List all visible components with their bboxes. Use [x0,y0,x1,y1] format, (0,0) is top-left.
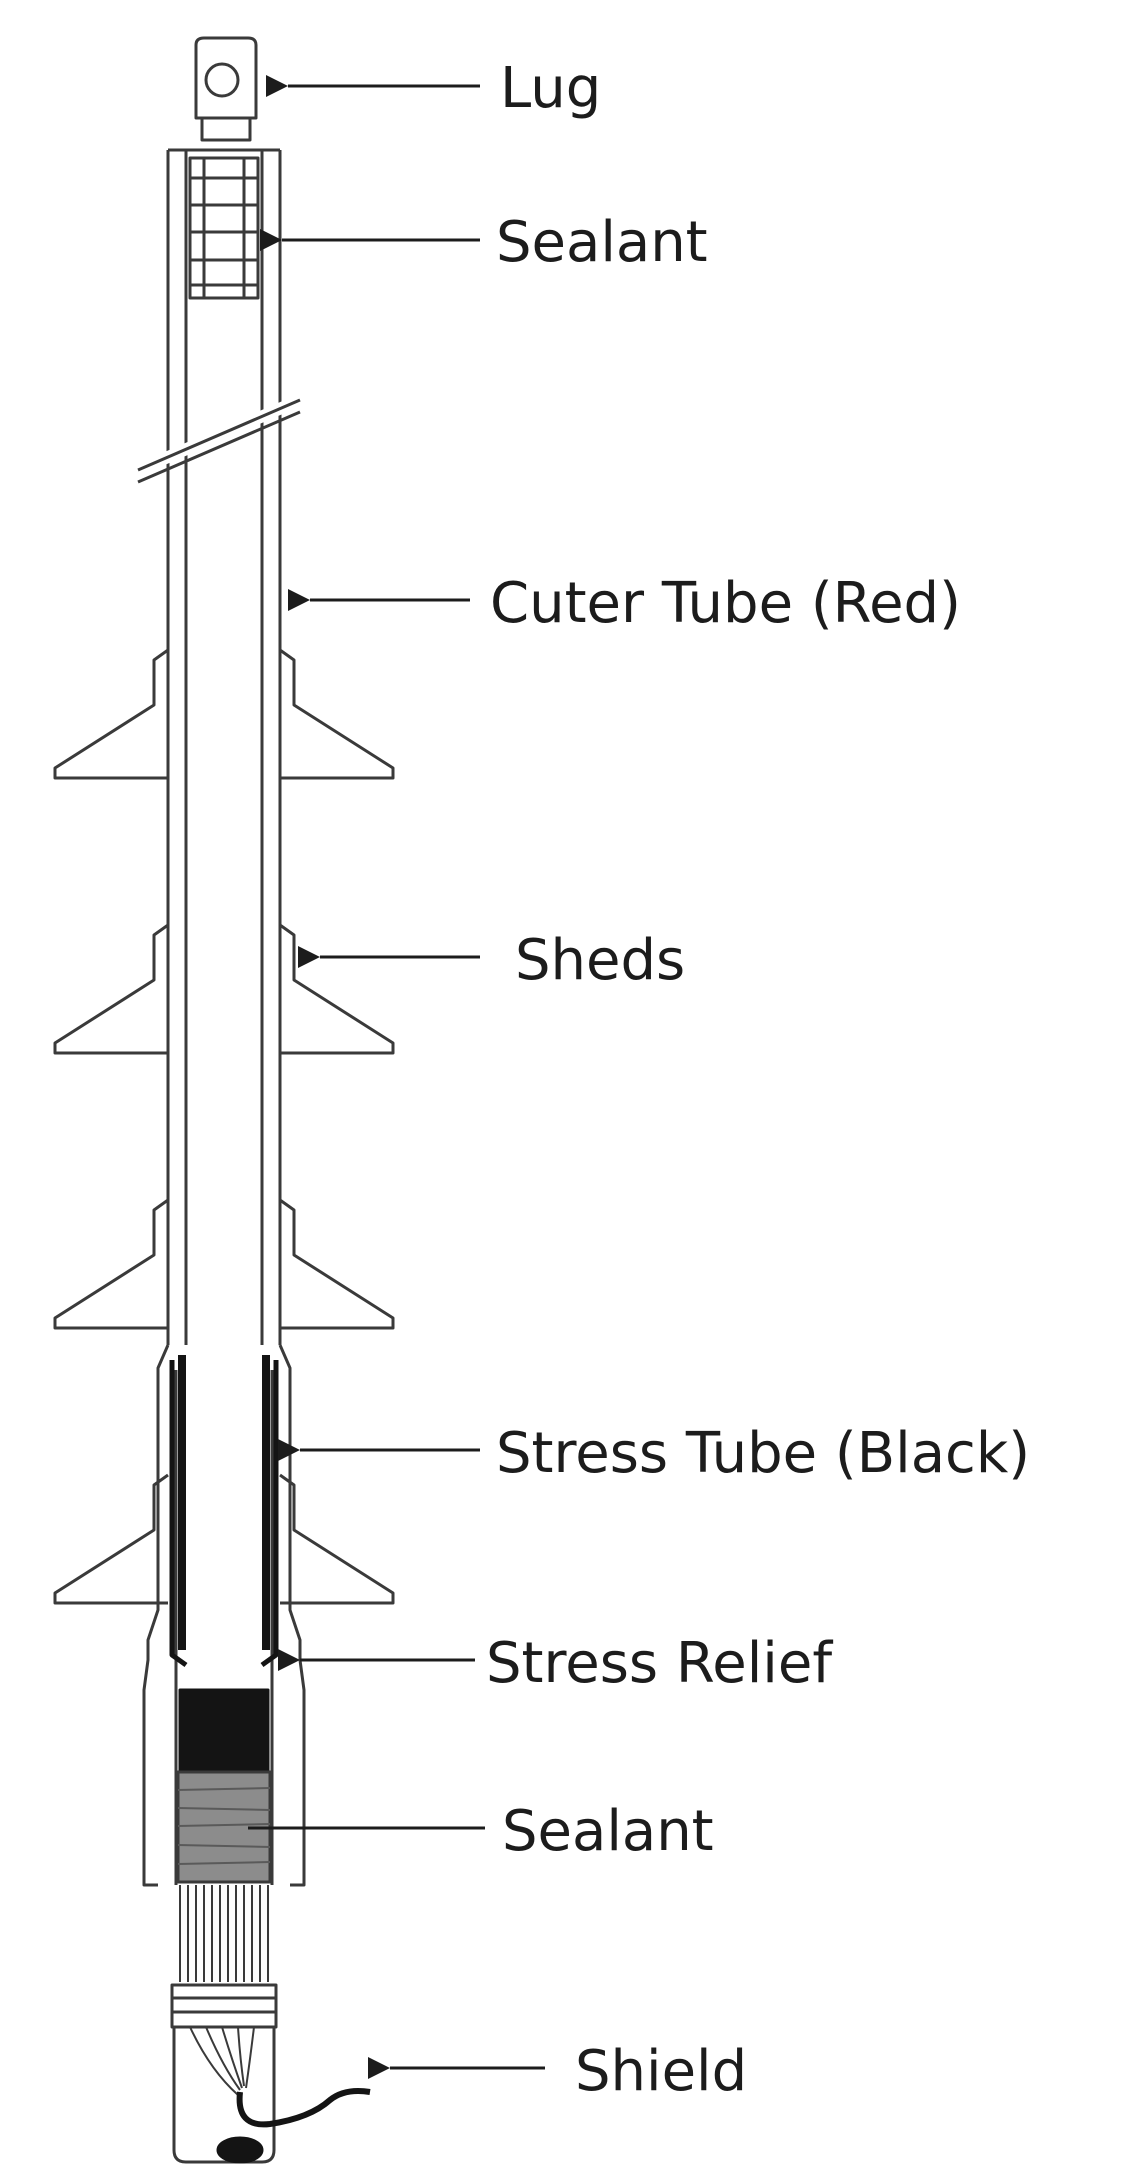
label-sealant-top: Sealant [496,210,708,275]
leaders [248,75,545,2079]
labels: Lug Sealant Cuter Tube (Red) Sheds Stres… [486,56,1030,2104]
label-stress-tube: Stress Tube (Black) [496,1421,1030,1486]
sealant-top [188,156,260,300]
shield [170,1885,371,2164]
label-shield: Shield [575,2039,747,2104]
label-sealant-bottom: Sealant [502,1799,714,1864]
stress-relief [178,1688,270,1774]
stress-tube [169,1355,279,1668]
label-lug: Lug [500,56,601,121]
sheds [53,648,395,1605]
lower-body [142,1344,306,1887]
label-sheds: Sheds [515,928,685,993]
label-outer-tube: Cuter Tube (Red) [490,571,961,636]
label-stress-relief: Stress Relief [486,1631,833,1696]
lug [194,36,258,142]
outer-tube [166,148,282,1345]
break-mark [135,394,303,484]
cable-termination [53,36,395,2164]
